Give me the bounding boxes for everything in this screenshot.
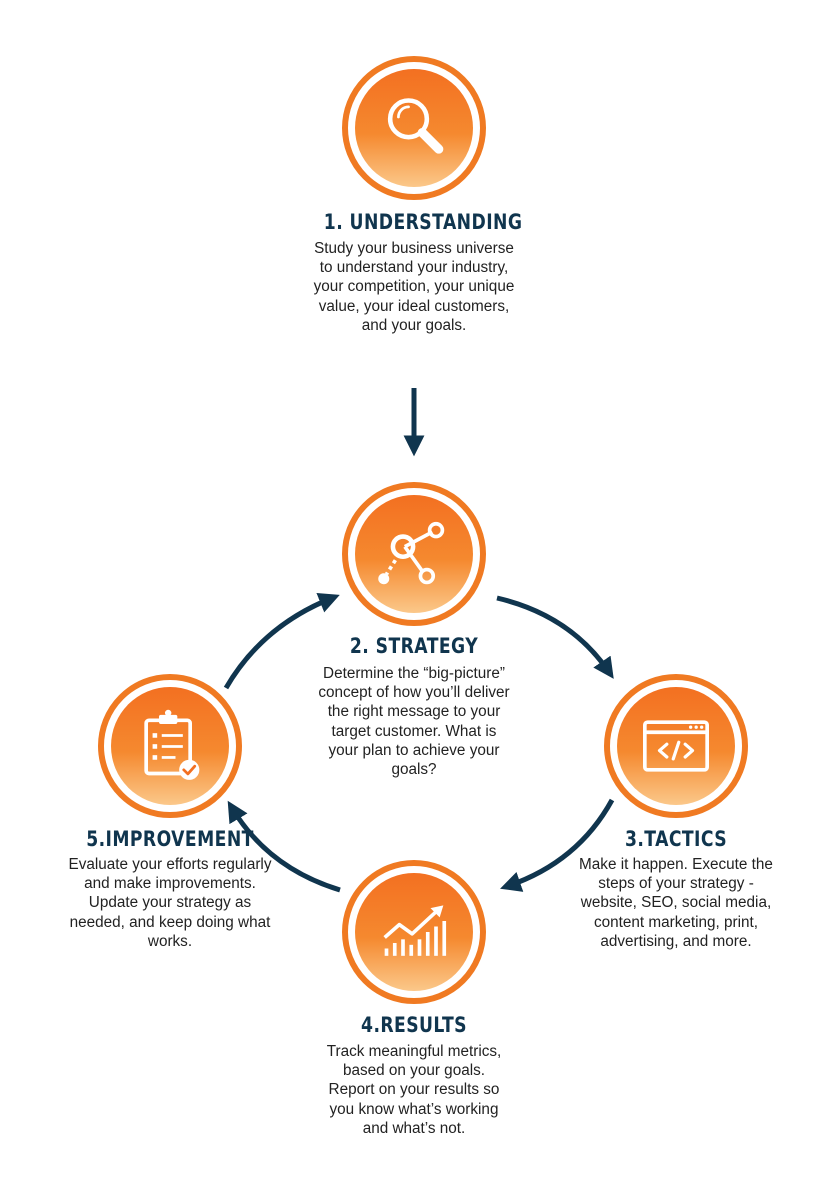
step-description: Evaluate your efforts regularly and make… — [68, 856, 272, 950]
step-title: 5.IMPROVEMENT — [86, 827, 254, 851]
arrow-results-to-improvement — [227, 800, 341, 893]
results-circle — [342, 860, 486, 1004]
strategy-circle — [342, 482, 486, 626]
arrow-improvement-to-strategy — [223, 592, 340, 690]
step-improvement: 5.IMPROVEMENT Evaluate your efforts regu… — [52, 674, 288, 974]
code-window-icon — [643, 720, 709, 772]
step-strategy: 2. STRATEGY Determine the “big-picture” … — [304, 482, 524, 802]
step-title: 3.TACTICS — [624, 827, 728, 851]
growth-chart-icon — [383, 905, 447, 956]
magnifying-glass-icon — [387, 98, 444, 154]
arrow-strategy-to-tactics — [496, 595, 614, 679]
tactics-circle — [604, 674, 748, 818]
step-description: Study your business universe to understa… — [313, 240, 515, 334]
improvement-circle — [98, 674, 242, 818]
step-description: Track meaningful metrics, based on your … — [326, 1043, 502, 1137]
network-nodes-icon — [378, 521, 445, 585]
step-description: Determine the “big-picture” concept of h… — [318, 665, 510, 779]
step-title: 1. UNDERSTANDING — [323, 210, 523, 234]
step-results: 4.RESULTS Track meaningful metrics, base… — [304, 860, 524, 1160]
understanding-circle — [342, 56, 486, 200]
step-description: Make it happen. Execute the steps of you… — [579, 856, 773, 950]
arrow-tactics-to-results — [500, 798, 615, 892]
step-title: 2. STRATEGY — [349, 634, 479, 658]
step-title: 4.RESULTS — [361, 1013, 467, 1037]
step-understanding: 1. UNDERSTANDING Study your business uni… — [304, 56, 524, 386]
checklist-clipboard-icon — [144, 709, 200, 780]
step-tactics: 3.TACTICS Make it happen. Execute the st… — [564, 674, 788, 974]
